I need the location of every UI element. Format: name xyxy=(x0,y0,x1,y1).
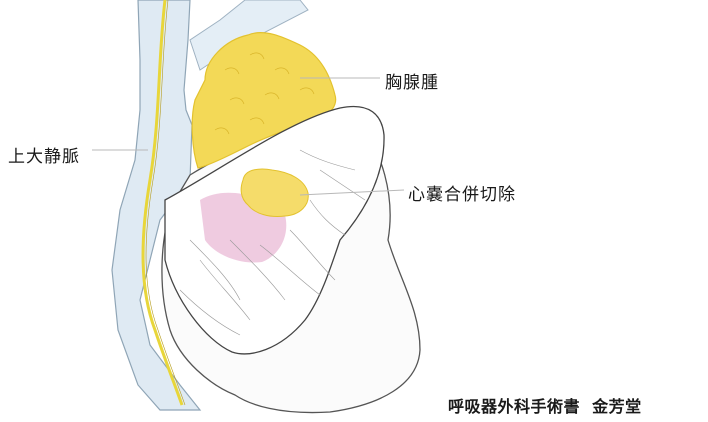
label-thymoma: 胸腺腫 xyxy=(385,68,439,93)
credit-book: 呼吸器外科手術書 xyxy=(448,397,580,416)
label-pericardial-resection: 心嚢合併切除 xyxy=(408,180,516,205)
source-credit: 呼吸器外科手術書 金芳堂 xyxy=(448,393,642,417)
label-superior-vena-cava: 上大静脈 xyxy=(8,142,80,167)
credit-publisher: 金芳堂 xyxy=(592,397,642,416)
